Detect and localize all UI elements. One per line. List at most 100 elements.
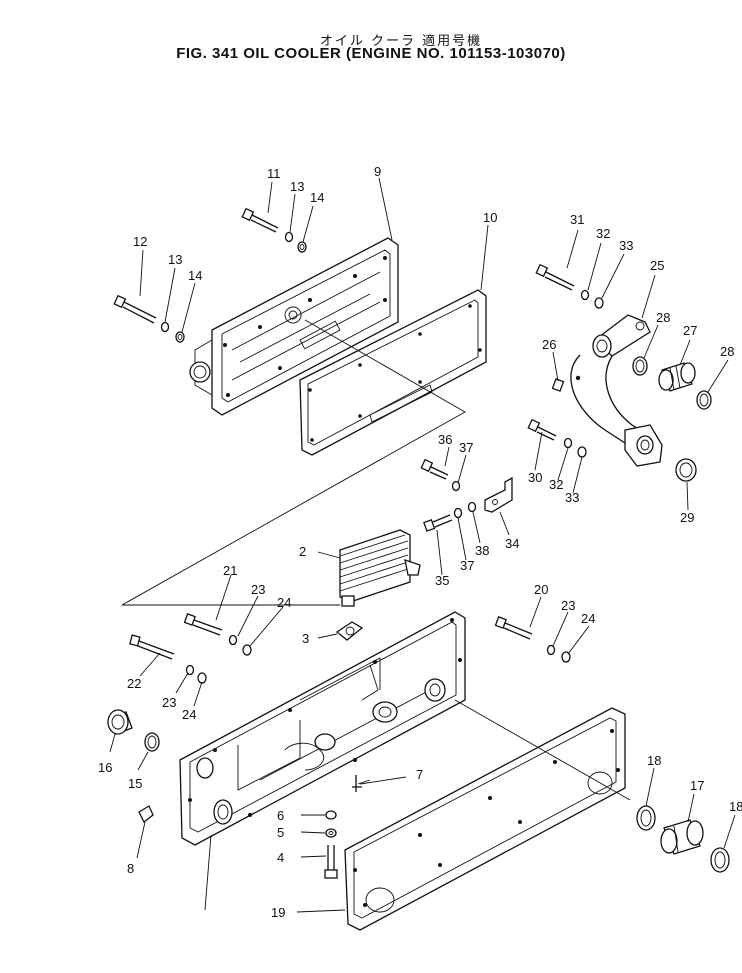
callout-21: 21 [223,563,237,578]
bolt-part-4 [324,845,338,879]
callout-28-right: 28 [720,344,734,359]
callout-2: 2 [299,544,306,559]
callout-10: 10 [483,210,497,225]
figure-title-japanese: オイル クーラ 適用号機 [319,34,483,49]
callout-23-a: 23 [251,582,265,597]
callout-9: 9 [374,164,381,179]
washer-33-upper [594,297,604,309]
bolt-part-12 [113,294,157,324]
plug-part-26 [551,378,565,392]
bolt-part-11 [241,207,279,233]
callout-24-a: 24 [277,595,291,610]
bracket-part-34 [484,476,513,513]
callout-24-b: 24 [182,707,196,722]
callout-33-upper: 33 [619,238,633,253]
callout-4: 4 [277,850,284,865]
bolt-part-35 [423,514,453,532]
callout-23-b: 23 [162,695,176,710]
callout-22: 22 [127,676,141,691]
washer-14-lower [175,331,185,343]
bolt-part-31 [535,263,575,291]
bolt-part-21 [183,613,223,636]
callout-30: 30 [528,470,542,485]
callout-27: 27 [683,323,697,338]
callout-28-upper: 28 [656,310,670,325]
cover-gasket-part-10 [299,289,487,456]
callout-14-upper: 14 [310,190,324,205]
o-ring-part-15 [144,732,160,752]
washer-23-c [546,644,556,656]
o-ring-part-28-right [696,390,712,410]
callout-14-lower: 14 [188,268,202,283]
callout-37-lower: 37 [460,558,474,573]
callout-8: 8 [127,861,134,876]
washer-32-lower [563,437,573,449]
o-ring-part-28-upper [632,356,648,376]
callout-20: 20 [534,582,548,597]
sleeve-part-17 [660,819,704,855]
case-gasket-part-19 [344,707,626,931]
callout-25: 25 [650,258,664,273]
callout-24-c: 24 [581,611,595,626]
callout-23-c: 23 [561,598,575,613]
callout-31: 31 [570,212,584,227]
washer-23-a [228,634,238,646]
o-ring-part-18-left [636,805,656,831]
oil-cooler-cover-part-9 [189,237,399,416]
o-ring-part-29 [675,458,697,482]
washer-14-upper [297,241,307,253]
bolt-part-30 [527,418,557,441]
callout-26: 26 [542,337,556,352]
oil-cooler-case [179,611,466,846]
callout-34: 34 [505,536,519,551]
callout-32-lower: 32 [549,477,563,492]
washer-24-c [561,651,571,663]
callout-36: 36 [438,432,452,447]
washer-13-lower [160,321,170,333]
callout-32-upper: 32 [596,226,610,241]
plug-part-8 [138,805,154,823]
bolt-part-20 [494,616,533,640]
bolt-part-22 [129,634,175,660]
leader-lines [109,177,736,913]
callout-12: 12 [133,234,147,249]
callout-17: 17 [690,778,704,793]
callout-11: 11 [267,166,281,181]
washer-32-upper [580,289,590,301]
o-ring-part-18-right [710,847,730,873]
washer-23-b [185,664,195,676]
assembly-guide-line-right [454,699,631,801]
oil-cooler-element-part-2 [339,529,421,607]
o-ring-part-6 [325,810,337,820]
gasket-part-3 [335,621,364,641]
washer-37-upper [451,480,461,492]
washer-24-b [197,672,207,684]
callout-19: 19 [271,905,285,920]
callout-15: 15 [128,776,142,791]
callout-7: 7 [416,767,423,782]
callout-16: 16 [98,760,112,775]
washer-13-upper [284,231,294,243]
washer-33-lower [577,446,587,458]
assembly-guide-line [121,319,466,606]
callout-13-lower: 13 [168,252,182,267]
washer-24-a [242,644,252,656]
sleeve-part-27 [658,362,696,392]
callout-29: 29 [680,510,694,525]
leader-part-7 [359,776,407,785]
callout-13-upper: 13 [290,179,304,194]
callout-6: 6 [277,808,284,823]
callout-labels: 11 13 14 9 10 12 13 14 31 32 33 25 28 27… [98,164,742,920]
callout-3: 3 [302,631,309,646]
pin-part-7 [352,775,362,792]
water-pipe-part-25 [570,314,663,467]
callout-33-lower: 33 [565,490,579,505]
callout-18-right: 18 [729,799,742,814]
callout-35: 35 [435,573,449,588]
figure-title: FIG. 341 OIL COOLER (ENGINE NO. 101153-1… [176,45,566,62]
plug-part-16 [107,709,133,735]
washer-38 [467,501,477,513]
washer-part-5 [325,828,337,838]
callout-38: 38 [475,543,489,558]
